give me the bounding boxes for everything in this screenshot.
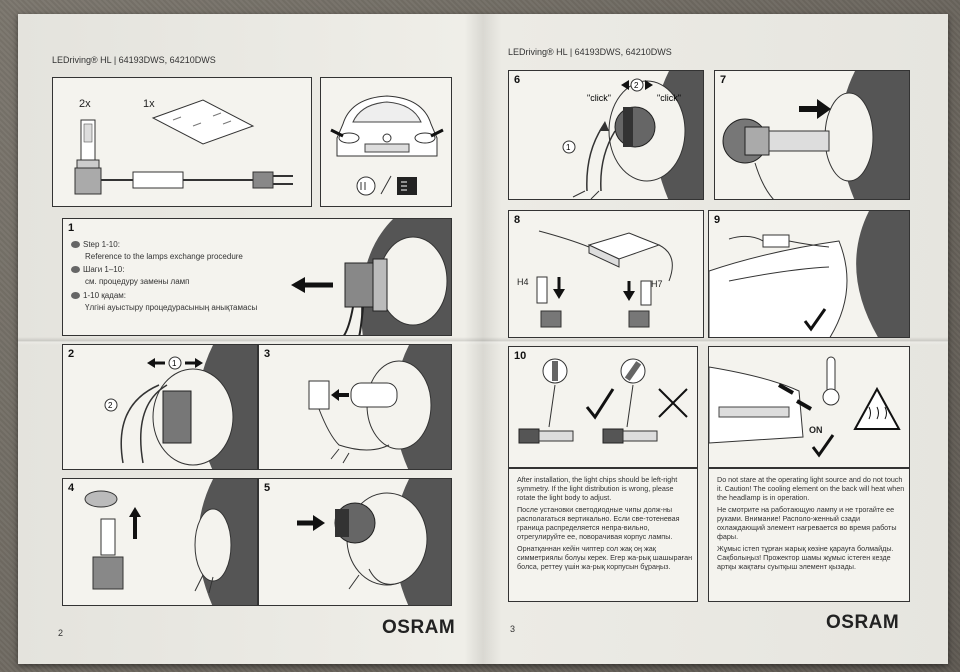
car-front-drawing: [330, 95, 444, 196]
step1-line-en-title: Step 1-10:: [71, 240, 120, 249]
step3-panel: 3: [258, 344, 452, 470]
step10-drawing: [518, 358, 688, 444]
step1-line-kz-title: 1-10 қадам:: [71, 291, 126, 300]
warning-text-ru: Не смотрите на работающую лампу и не тро…: [717, 505, 897, 541]
qty-bulbs: 2x: [79, 98, 91, 110]
brand-logo-right: OSRAM: [826, 612, 900, 633]
step6-number: 6: [514, 74, 521, 86]
step2-drawing: 1 2: [104, 345, 257, 469]
page-number-right: 3: [510, 624, 516, 634]
step10-text-panel: After installation, the light chips shou…: [508, 468, 698, 602]
warning-panel: ON: [708, 346, 910, 468]
step3-drawing: [308, 345, 451, 469]
warning-on-label: ON: [809, 425, 823, 435]
box-contents-drawing: [74, 99, 293, 195]
header-right: LEDriving® HL | 64193DWS, 64210DWS: [508, 47, 672, 57]
step2-callout-2: 2: [108, 401, 113, 410]
step1-line-en-text: Reference to the lamps exchange procedur…: [85, 252, 243, 261]
page-number-left: 2: [58, 628, 64, 638]
step1-drawing: [291, 219, 451, 335]
step9-drawing: [709, 211, 909, 337]
step7-number: 7: [720, 74, 727, 86]
step7-drawing: [722, 71, 909, 199]
step6-panel: 6 2 "click" "click" 1: [508, 70, 704, 200]
step8-panel: 8 H4 H7: [508, 210, 704, 338]
step8-label-h7: H7: [651, 279, 663, 289]
warning-text-kz: Жұмыс істеп тұрған жарық көзіне қарауға …: [717, 544, 894, 571]
step6-callout-2: 2: [634, 81, 639, 90]
step2-number: 2: [68, 348, 75, 360]
sheet-fold: [18, 337, 948, 345]
step8-number: 8: [514, 214, 521, 226]
header-left: LEDriving® HL | 64193DWS, 64210DWS: [52, 55, 216, 65]
box-contents-panel: 2x 1x: [52, 77, 312, 207]
step10-text: After installation, the light chips shou…: [517, 475, 693, 574]
step10-text-kz: Орнатқаннан кейін чиптер сол жақ оң жақ …: [517, 544, 693, 571]
warning-drawing: [709, 356, 901, 458]
step1-number: 1: [68, 222, 75, 234]
step6-callout-1: 1: [566, 143, 571, 152]
step9-panel: 9: [708, 210, 910, 338]
step7-panel: 7: [714, 70, 910, 200]
step6-click-left: "click": [587, 93, 611, 103]
step10-text-ru: После установки светодиодные чипы долж-н…: [517, 505, 680, 541]
step5-panel: 5: [258, 478, 452, 606]
step2-callout-1: 1: [172, 359, 177, 368]
step8-drawing: [536, 230, 673, 328]
step5-drawing: [297, 479, 451, 605]
step1-line-kz-text: Үлгіні ауыстыру процедурасының анықтамас…: [85, 303, 258, 312]
qty-manual: 1x: [143, 98, 155, 110]
step4-number: 4: [68, 482, 75, 494]
step8-label-h4: H4: [517, 277, 529, 287]
step6-drawing: 2 "click" "click" 1: [562, 71, 703, 199]
car-front-panel: [320, 77, 452, 207]
warning-text: Do not stare at the operating light sour…: [717, 475, 905, 574]
step1-panel: 1 Step 1-10: Reference to the lamps exch…: [62, 218, 452, 336]
step5-number: 5: [264, 482, 271, 494]
step3-number: 3: [264, 348, 271, 360]
warning-text-en: Do not stare at the operating light sour…: [717, 475, 905, 502]
step1-line-ru-text: см. процедуру замены ламп: [85, 277, 190, 286]
step9-number: 9: [714, 214, 721, 226]
step4-panel: 4: [62, 478, 258, 606]
step10-text-en: After installation, the light chips shou…: [517, 475, 678, 502]
warning-text-panel: Do not stare at the operating light sour…: [708, 468, 910, 602]
step1-line-ru-title: Шаги 1–10:: [71, 265, 124, 274]
step6-click-right: "click": [657, 93, 681, 103]
step4-drawing: [84, 479, 257, 605]
step10-number: 10: [514, 350, 527, 362]
step2-panel: 2 1 2: [62, 344, 258, 470]
step10-panel: 10: [508, 346, 698, 468]
brand-logo-left: OSRAM: [382, 617, 456, 638]
